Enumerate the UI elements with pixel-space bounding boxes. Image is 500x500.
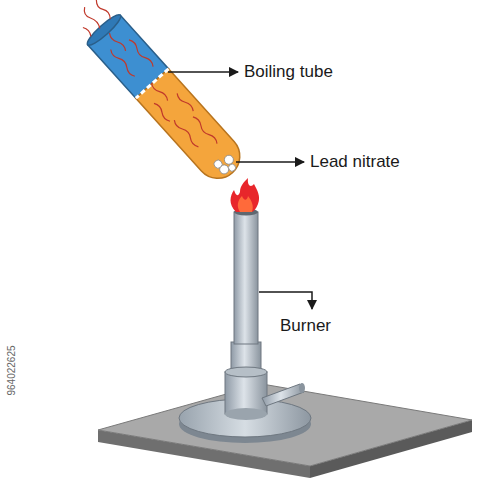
part-label: Burner bbox=[280, 317, 331, 336]
leader-lines bbox=[168, 72, 312, 309]
part-label: Boiling tube bbox=[244, 63, 333, 82]
watermark: 964022625 bbox=[6, 345, 17, 395]
base-platform bbox=[98, 384, 472, 478]
flame bbox=[231, 178, 260, 212]
part-label: Lead nitrate bbox=[310, 153, 400, 172]
boiling-tube bbox=[68, 0, 249, 187]
